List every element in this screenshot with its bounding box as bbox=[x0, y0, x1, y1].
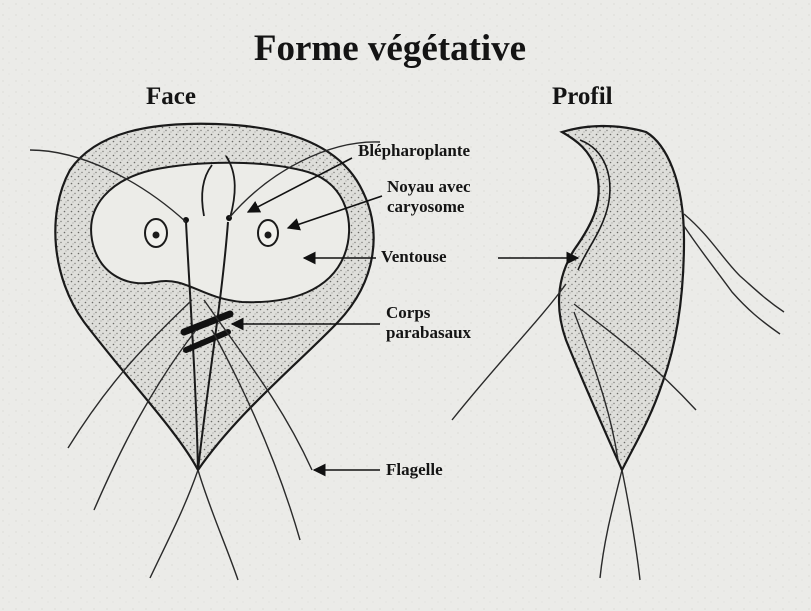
diagram-title: Forme végétative bbox=[254, 28, 526, 69]
nucleus-right bbox=[258, 220, 278, 246]
label-corps-line1: Corps bbox=[386, 303, 431, 322]
view-label-profil: Profil bbox=[552, 83, 613, 110]
label-noyau-line2: caryosome bbox=[387, 197, 465, 216]
ventouse-disc bbox=[91, 163, 349, 302]
label-noyau-line1: Noyau avec bbox=[387, 177, 471, 196]
label-corps-line2: parabasaux bbox=[386, 323, 472, 342]
label-flagelle: Flagelle bbox=[386, 460, 443, 479]
label-ventouse: Ventouse bbox=[381, 247, 447, 266]
nucleus-left bbox=[145, 219, 167, 247]
label-blepharoplante: Blépharoplante bbox=[358, 141, 471, 160]
view-label-face: Face bbox=[146, 83, 196, 110]
